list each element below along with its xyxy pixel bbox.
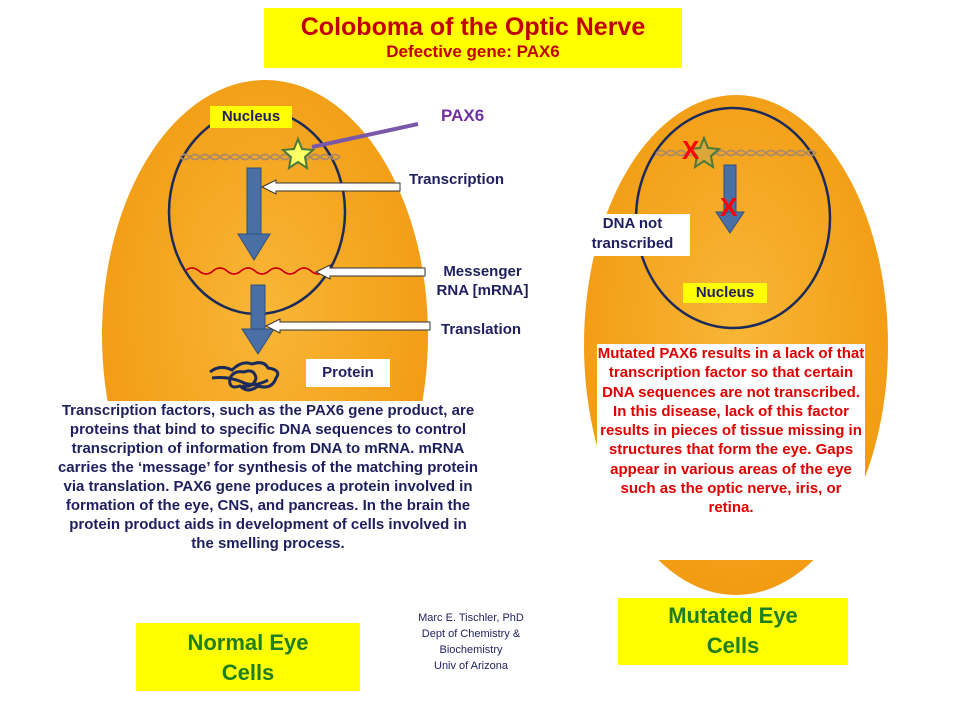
mutated-description: Mutated PAX6 results in a lack of that t… [597,344,865,560]
mutated-pax6-star-icon [686,135,722,170]
x-mark-on-arrow: X [720,192,738,222]
protein-squiggle-icon [209,361,280,392]
normal-eye-cells-label: Normal Eye Cells [136,623,360,691]
normal-description: Transcription factors, such as the PAX6 … [56,401,480,593]
credit-line3: Biochemistry [439,644,503,656]
dna-not-transcribed-label: DNA not transcribed [575,214,690,256]
mrna-pointer-arrow [314,264,426,280]
page-title: Coloboma of the Optic Nerve [300,13,646,41]
x-mark-on-gene: X [682,135,700,165]
title-box: Coloboma of the Optic Nerve Defective ge… [264,8,682,68]
dna-not-line1: DNA not [602,215,663,232]
mutated-down-arrow [715,164,745,234]
pax6-label: PAX6 [441,106,485,125]
pax6-pointer-line [311,122,419,149]
dna-not-line2: transcribed [591,235,674,252]
mutated-eye-cells-label: Mutated Eye Cells [618,598,848,665]
credit-line1: Marc E. Tischler, PhD [418,612,524,624]
normal-dna-strand [179,153,341,161]
mrna-label-line2: RNA [mRNA] [436,282,529,299]
author-credit: Marc E. Tischler, PhD Dept of Chemistry … [396,610,546,674]
mutated-nucleus-label: Nucleus [683,283,767,303]
normal-eye-cells-line1: Normal Eye [187,630,309,655]
mrna-label: Messenger RNA [mRNA] [420,262,545,300]
transcription-pointer-arrow [260,179,401,195]
normal-nucleus-label: Nucleus [210,106,292,128]
credit-line2: Dept of Chemistry & [421,628,521,640]
mutated-eye-cells-line2: Cells [706,633,760,658]
mutated-dna-strand [655,149,817,157]
normal-eye-cells-line2: Cells [221,660,275,685]
translation-down-arrow [241,284,275,355]
protein-label: Protein [306,359,390,387]
mrna-label-line1: Messenger [443,263,522,280]
transcription-down-arrow [237,167,271,261]
pax6-star-icon [280,136,316,171]
credit-line4: Univ of Arizona [434,660,508,672]
page-subtitle: Defective gene: PAX6 [386,42,560,61]
mutated-eye-cells-line1: Mutated Eye [668,603,798,628]
translation-pointer-arrow [264,318,431,334]
mrna-strand [184,267,340,275]
translation-label: Translation [441,321,522,338]
transcription-label: Transcription [409,171,505,188]
